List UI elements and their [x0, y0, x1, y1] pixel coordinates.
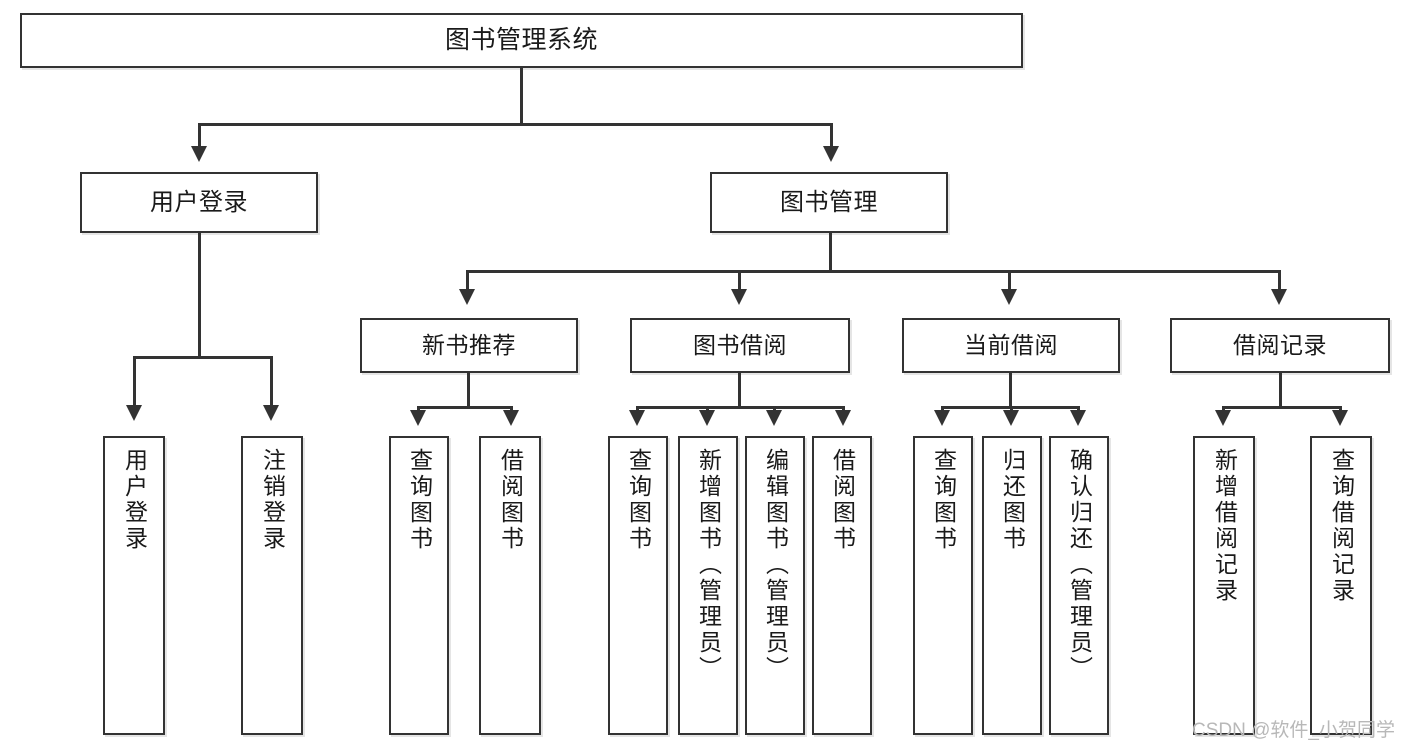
leaf-新书推荐-借阅图书[interactable]: 借阅图书 [479, 436, 541, 735]
arrowhead-leaf-编辑图书 [766, 410, 782, 426]
node-label: 编辑图书（管理员） [762, 448, 789, 682]
connector-图书管理-stem [829, 233, 832, 273]
node-label: 图书借阅 [693, 332, 787, 359]
connector-图书管理-to-借阅记录 [1278, 270, 1281, 292]
node-label: 用户登录 [150, 188, 248, 216]
node-label: 查询图书 [625, 448, 652, 552]
node-label: 归还图书 [999, 448, 1026, 552]
node-label: 查询借阅记录 [1328, 448, 1355, 604]
connector-root-to-用户登录 [198, 123, 201, 149]
leaf-新书推荐-查询图书[interactable]: 查询图书 [389, 436, 449, 735]
node-label: 新增借阅记录 [1211, 448, 1238, 604]
arrowhead-leaf-新增借阅记录 [1215, 410, 1231, 426]
connector-新书推荐-stem [467, 373, 470, 408]
node-label: 查询图书 [930, 448, 957, 552]
node-root-图书管理系统[interactable]: 图书管理系统 [20, 13, 1023, 68]
connector-借阅记录-stem [1279, 373, 1282, 408]
arrowhead-leaf-查询图书-1 [410, 410, 426, 426]
arrowhead-借阅记录 [1271, 289, 1287, 305]
arrowhead-leaf-查询借阅记录 [1332, 410, 1348, 426]
node-借阅记录[interactable]: 借阅记录 [1170, 318, 1390, 373]
connector-图书管理-to-当前借阅 [1008, 270, 1011, 292]
connector-图书管理-to-图书借阅 [738, 270, 741, 292]
leaf-借阅记录-新增借阅记录[interactable]: 新增借阅记录 [1193, 436, 1255, 735]
connector-借阅记录-bus [1222, 406, 1341, 409]
node-label: 新增图书（管理员） [695, 448, 722, 682]
node-label: 用户登录 [121, 448, 148, 552]
connector-用户登录-to-leaf2 [270, 356, 273, 408]
arrowhead-新书推荐 [459, 289, 475, 305]
node-label: 确认归还（管理员） [1066, 448, 1093, 682]
node-label: 借阅记录 [1233, 332, 1327, 359]
arrowhead-图书管理 [823, 146, 839, 162]
node-新书推荐[interactable]: 新书推荐 [360, 318, 578, 373]
node-当前借阅[interactable]: 当前借阅 [902, 318, 1120, 373]
node-label: 查询图书 [406, 448, 433, 552]
arrowhead-leaf-用户登录 [126, 405, 142, 421]
arrowhead-leaf-查询图书-3 [934, 410, 950, 426]
node-图书借阅[interactable]: 图书借阅 [630, 318, 850, 373]
connector-root-to-图书管理 [830, 123, 833, 149]
arrowhead-图书借阅 [731, 289, 747, 305]
node-图书管理[interactable]: 图书管理 [710, 172, 948, 233]
leaf-图书借阅-查询图书[interactable]: 查询图书 [608, 436, 668, 735]
arrowhead-leaf-查询图书-2 [629, 410, 645, 426]
connector-图书借阅-stem [738, 373, 741, 408]
csdn-watermark: CSDN @软件_小贺同学 [1192, 720, 1395, 741]
leaf-借阅记录-查询借阅记录[interactable]: 查询借阅记录 [1310, 436, 1372, 735]
connector-root-stem [520, 68, 523, 125]
arrowhead-leaf-注销登录 [263, 405, 279, 421]
connector-用户登录-stem [198, 233, 201, 358]
arrowhead-leaf-归还图书 [1003, 410, 1019, 426]
connector-图书管理-to-新书推荐 [466, 270, 469, 292]
leaf-用户登录[interactable]: 用户登录 [103, 436, 165, 735]
leaf-图书借阅-借阅图书[interactable]: 借阅图书 [812, 436, 872, 735]
connector-图书管理-bus [466, 270, 1280, 273]
connector-用户登录-bus [133, 356, 272, 359]
leaf-注销登录[interactable]: 注销登录 [241, 436, 303, 735]
leaf-当前借阅-查询图书[interactable]: 查询图书 [913, 436, 973, 735]
connector-新书推荐-bus [417, 406, 512, 409]
connector-用户登录-to-leaf1 [133, 356, 136, 408]
connector-当前借阅-stem [1009, 373, 1012, 408]
leaf-当前借阅-确认归还[interactable]: 确认归还（管理员） [1049, 436, 1109, 735]
leaf-图书借阅-编辑图书[interactable]: 编辑图书（管理员） [745, 436, 805, 735]
connector-图书借阅-bus [636, 406, 844, 409]
arrowhead-leaf-确认归还 [1070, 410, 1086, 426]
arrowhead-当前借阅 [1001, 289, 1017, 305]
node-label: 借阅图书 [497, 448, 524, 552]
arrowhead-leaf-新增图书 [699, 410, 715, 426]
arrowhead-leaf-借阅图书-2 [835, 410, 851, 426]
node-label: 借阅图书 [829, 448, 856, 552]
node-label: 新书推荐 [422, 332, 516, 359]
leaf-当前借阅-归还图书[interactable]: 归还图书 [982, 436, 1042, 735]
arrowhead-用户登录 [191, 146, 207, 162]
node-label: 注销登录 [259, 448, 286, 552]
arrowhead-leaf-借阅图书-1 [503, 410, 519, 426]
node-label: 当前借阅 [964, 332, 1058, 359]
leaf-图书借阅-新增图书[interactable]: 新增图书（管理员） [678, 436, 738, 735]
node-label: 图书管理系统 [444, 26, 598, 55]
node-用户登录[interactable]: 用户登录 [80, 172, 318, 233]
connector-root-bus [198, 123, 832, 126]
node-label: 图书管理 [780, 188, 878, 216]
